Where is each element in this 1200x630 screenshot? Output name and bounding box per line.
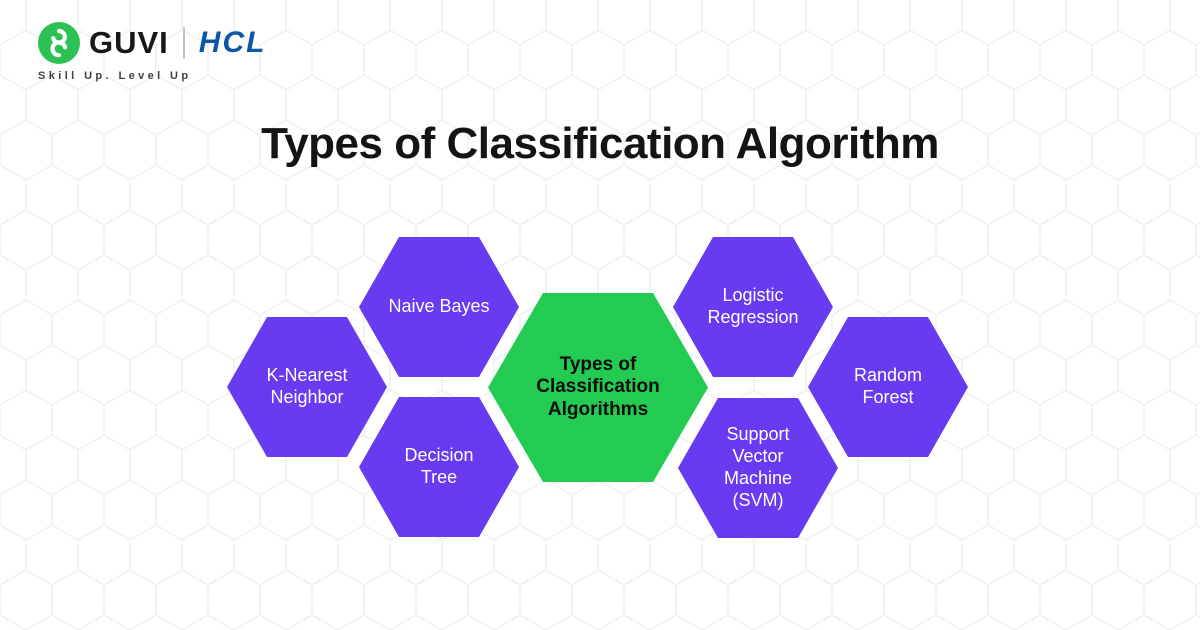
hcl-wordmark: HCL [198,26,267,59]
hexagon-random-forest: Random Forest [808,317,968,457]
hexagon-center-types-of-classification-algorithms: Types of Classification Algorithms [488,293,708,482]
hexagon-label: Random Forest [853,365,923,407]
guvi-g-icon [38,22,80,64]
page-title: Types of Classification Algorithm [261,119,939,168]
guvi-wordmark: GUVI [89,25,169,60]
brand-header: GUVI HCL Skill Up. Level Up [38,22,266,82]
hexagon-label: Support Vector Machine (SVM) [723,424,793,510]
hexagon-label: Logistic Regression [707,285,799,327]
hexagon-logistic-regression: Logistic Regression [673,237,833,377]
brand-logo-row: GUVI HCL [38,22,266,64]
hexagon-support-vector-machine: Support Vector Machine (SVM) [678,398,838,538]
hexagon-center-label: Types of Classification Algorithms [536,353,660,420]
hexagon-label: Decision Tree [404,445,474,487]
hexagon-label: K-Nearest Neighbor [266,365,348,407]
hexagon-label: Naive Bayes [388,296,490,317]
logo-divider [182,27,185,59]
brand-tagline: Skill Up. Level Up [38,70,192,82]
